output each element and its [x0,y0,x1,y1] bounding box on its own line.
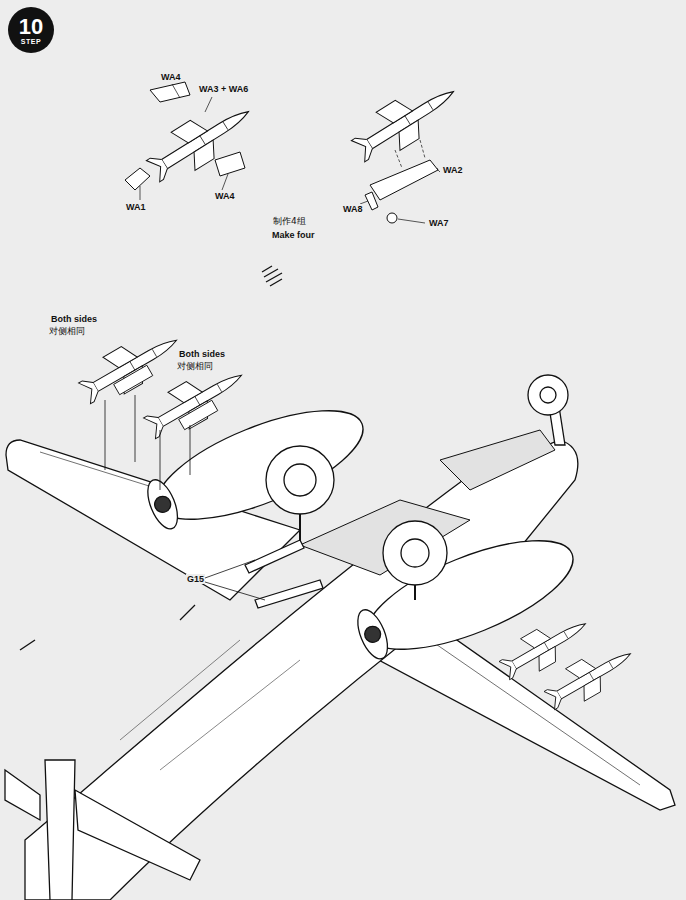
leader-lines [105,395,265,600]
missile-pylon-assembly [346,72,465,223]
instruction-note: 对侧相同 [176,361,214,371]
part-number: WA8 [342,204,364,214]
instruction-note: Both sides [50,314,98,324]
part-number: WA7 [428,218,450,228]
instruction-note: 对侧相同 [48,326,86,336]
part-number: WA4 [160,72,182,82]
instruction-note: Make four [271,230,316,240]
wing-missiles [73,321,639,716]
part-number: WA4 [214,191,236,201]
part-number: G15 [186,574,205,584]
missile-exploded [125,82,260,200]
instruction-note: Both sides [178,349,226,359]
step-word: STEP [21,38,41,45]
step-badge: 10STEP [8,7,54,53]
part-number: WA1 [125,202,147,212]
aircraft [5,375,675,900]
step-number: 10 [19,16,43,38]
part-number: WA2 [442,165,464,175]
step-arrow [262,266,282,286]
part-number: WA3 + WA6 [198,84,249,94]
instruction-note: 制作4组 [272,216,307,226]
